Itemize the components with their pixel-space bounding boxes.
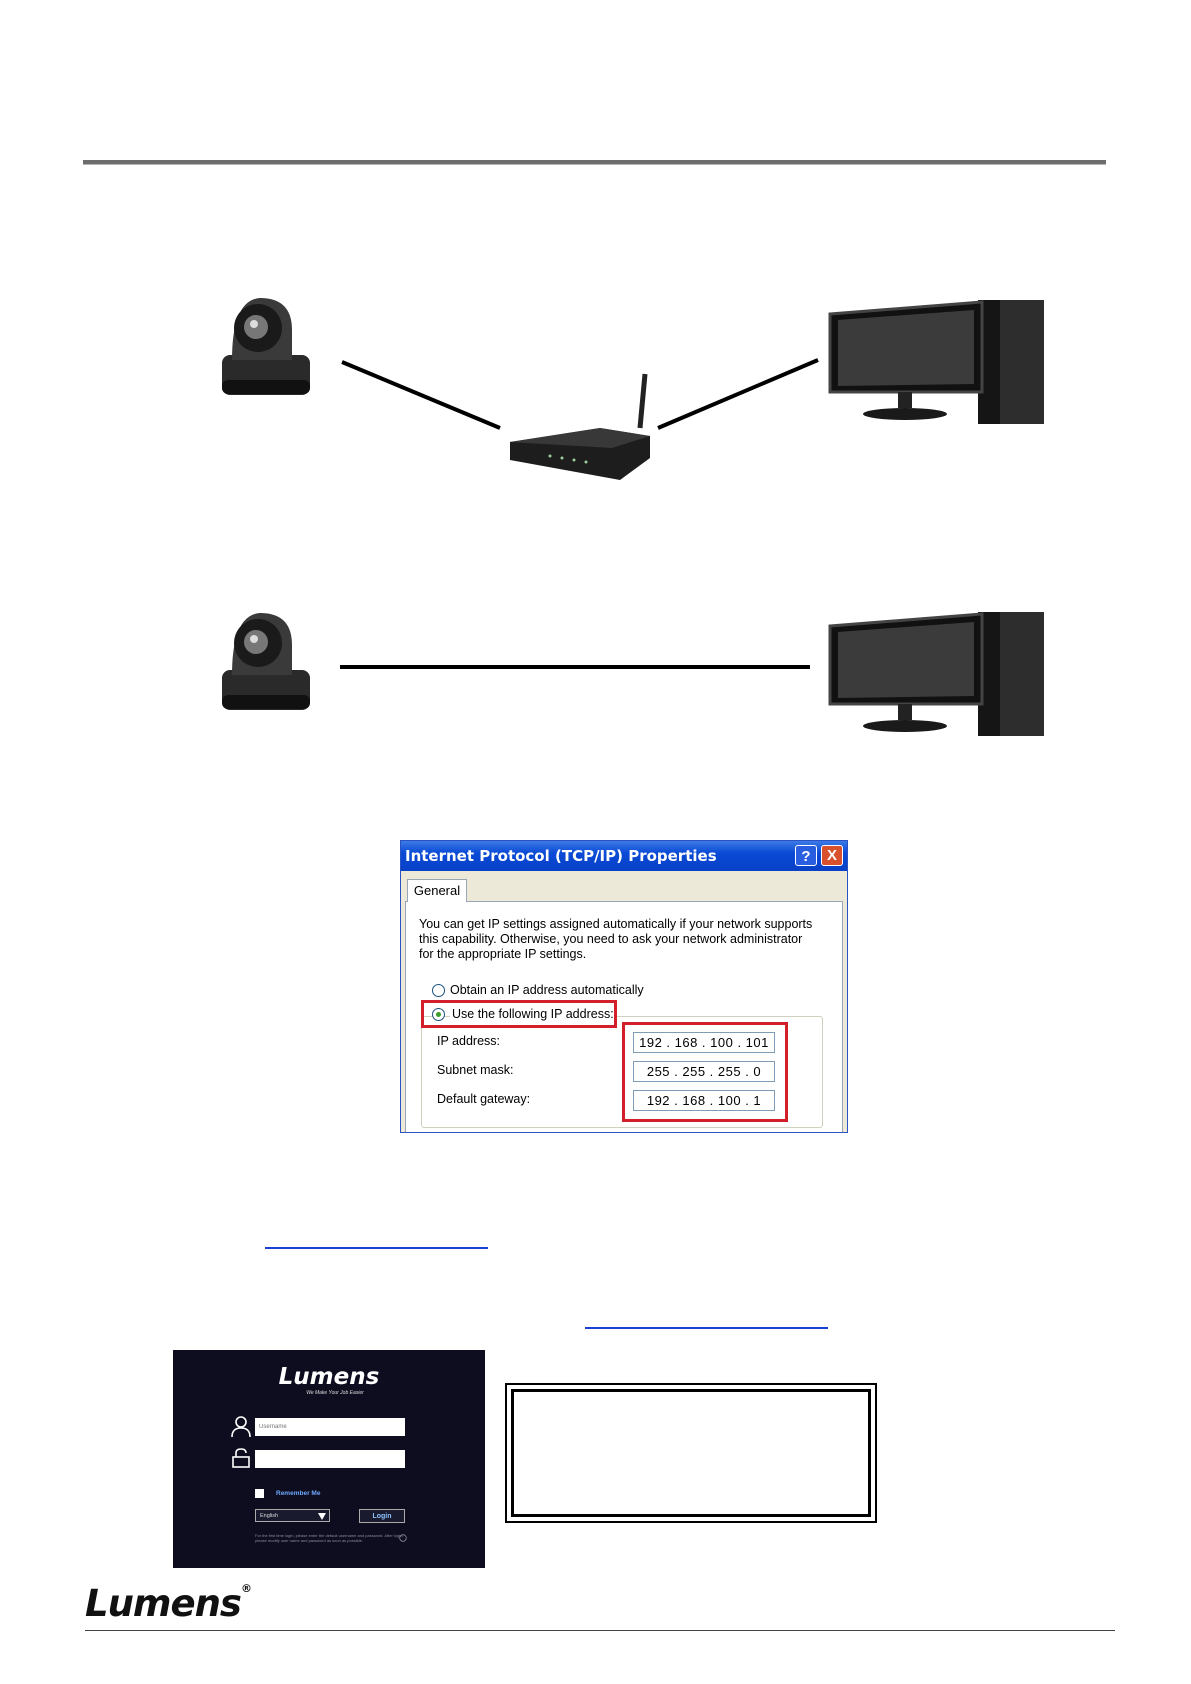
footer-logo-text: Lumens: [85, 1582, 242, 1625]
language-select[interactable]: English: [255, 1509, 330, 1522]
language-select-value: English: [260, 1513, 279, 1519]
radio-use-following-label: Use the following IP address:: [450, 1007, 616, 1021]
default-gateway-field[interactable]: 192 . 168 . 100 . 1: [633, 1090, 775, 1111]
close-button[interactable]: X: [821, 845, 843, 866]
lock-icon: [232, 1448, 250, 1468]
desktop-computer-icon: [828, 300, 1044, 424]
ptz-camera-icon: [222, 613, 310, 710]
cable-line: [341, 360, 501, 430]
login-note: For the first time login, please enter t…: [255, 1533, 404, 1543]
subnet-mask-field[interactable]: 255 . 255 . 255 . 0: [633, 1061, 775, 1082]
dialog-titlebar: Internet Protocol (TCP/IP) Properties ? …: [401, 841, 847, 871]
desktop-computer-icon: [828, 612, 1044, 736]
cable-line: [657, 358, 819, 430]
subnet-mask-label: Subnet mask:: [437, 1063, 514, 1077]
router-icon: [510, 373, 650, 480]
login-logo: Lumens: [278, 1364, 380, 1390]
radio-obtain-automatically[interactable]: [432, 984, 445, 997]
default-gateway-label: Default gateway:: [437, 1092, 531, 1106]
footer-logo: Lumens®: [85, 1582, 252, 1625]
user-icon: [231, 1416, 251, 1438]
help-button[interactable]: ?: [795, 845, 817, 866]
remember-me-label: Remember Me: [276, 1490, 321, 1497]
note-box: [505, 1383, 877, 1523]
dialog-description: You can get IP settings assigned automat…: [419, 917, 813, 961]
login-tagline: We Make Your Job Easier: [306, 1390, 364, 1396]
login-button[interactable]: Login: [359, 1509, 405, 1523]
note-box-inner: [511, 1389, 871, 1517]
ip-address-field[interactable]: 192 . 168 . 100 . 101: [633, 1032, 775, 1053]
network-diagrams: [222, 298, 1044, 736]
radio-use-following[interactable]: [432, 1008, 445, 1021]
dropdown-arrow-icon: [318, 1513, 326, 1520]
tab-general[interactable]: General: [407, 879, 467, 902]
footer-rule: [85, 1630, 1115, 1631]
tcpip-properties-dialog: Internet Protocol (TCP/IP) Properties ? …: [400, 840, 848, 1133]
login-screen: Lumens We Make Your Job Easier Remember …: [173, 1350, 485, 1568]
remember-me-checkbox[interactable]: [255, 1489, 264, 1498]
header-rule: [83, 160, 1106, 165]
hyperlink-underline[interactable]: [265, 1247, 488, 1249]
highlight-radio-box: [421, 1000, 617, 1028]
password-input[interactable]: [255, 1450, 405, 1468]
radio-obtain-automatically-label: Obtain an IP address automatically: [450, 983, 644, 997]
ptz-camera-icon: [222, 298, 310, 395]
hyperlink-underline[interactable]: [585, 1327, 828, 1329]
ip-address-label: IP address:: [437, 1034, 501, 1048]
dialog-title: Internet Protocol (TCP/IP) Properties: [405, 847, 717, 865]
ip-settings-group: [421, 1016, 823, 1128]
help-icon[interactable]: [399, 1534, 407, 1542]
registered-mark-icon: ®: [240, 1582, 252, 1595]
highlight-ip-fields-box: [622, 1022, 788, 1122]
username-input[interactable]: [255, 1418, 405, 1436]
